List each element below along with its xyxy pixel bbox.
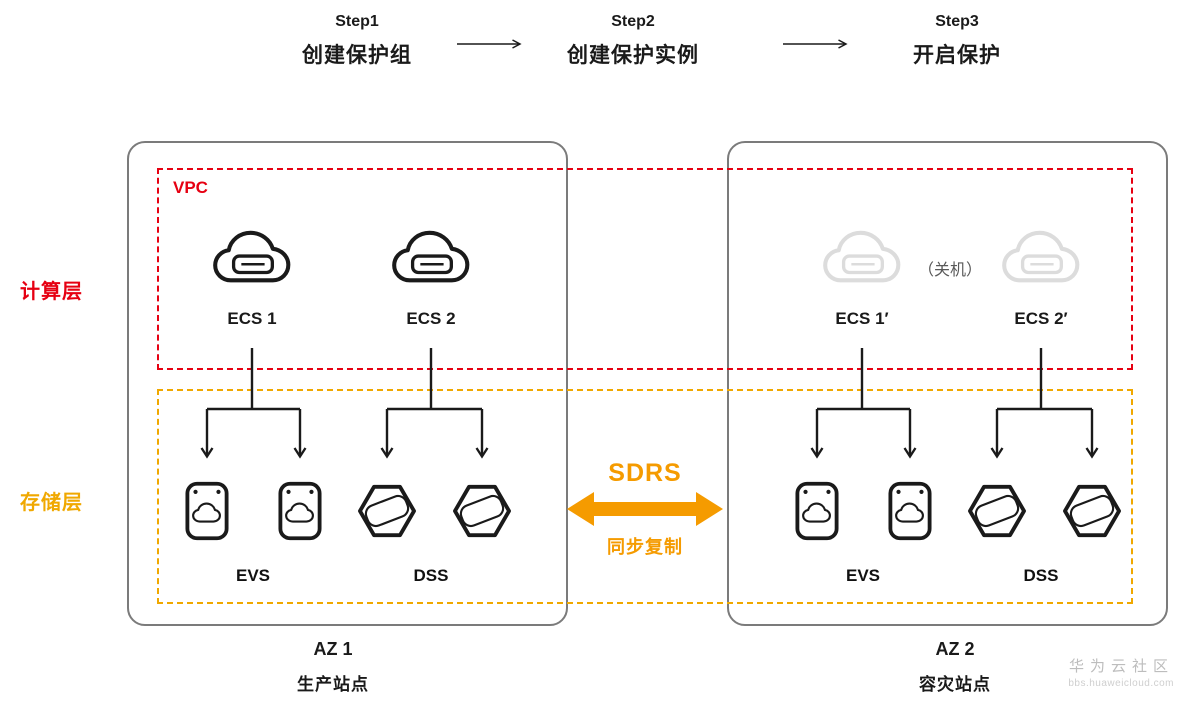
hexagon-storage-icon: [967, 483, 1027, 539]
cloud-server-icon: [821, 227, 903, 289]
az2-subtitle: 容灾站点: [919, 675, 991, 694]
az1-dss-pool-1: [357, 483, 417, 544]
watermark-url: bbs.huaweicloud.com: [1068, 677, 1174, 689]
cloud-server-icon: [1000, 227, 1082, 289]
az1-evs-disk-1: [185, 481, 229, 546]
az1-ecs2-node: ECS 2: [371, 227, 491, 329]
az1-name: AZ 1: [313, 639, 353, 659]
az1-box: [127, 141, 568, 626]
az2-ecs1-node: ECS 1′: [802, 227, 922, 329]
sdrs-title: SDRS: [608, 459, 682, 487]
step-1-title: 创建保护组: [302, 44, 412, 67]
vpc-boundary: VPC: [157, 168, 1133, 370]
sdrs-subtitle: 同步复制: [607, 537, 683, 557]
step-1: Step1 创建保护组: [247, 13, 467, 69]
az2-ecs2-node: ECS 2′: [981, 227, 1101, 329]
cloud-server-icon: [211, 227, 293, 289]
az2-name: AZ 2: [935, 639, 975, 659]
watermark-site-name: 华为云社区: [1068, 658, 1174, 675]
cloud-disk-icon: [278, 481, 322, 541]
watermark: 华为云社区 bbs.huaweicloud.com: [1068, 657, 1174, 690]
az1-ecs1-node: ECS 1: [192, 227, 312, 329]
az2-box: [727, 141, 1168, 626]
step-2-title: 创建保护实例: [567, 44, 699, 67]
cloud-server-icon: [390, 227, 472, 289]
cloud-disk-icon: [795, 481, 839, 541]
az2-dss-label: DSS: [1023, 566, 1059, 585]
az1-ecs2-label: ECS 2: [406, 309, 456, 328]
az2-evs-disk-1: [795, 481, 839, 546]
step-1-label: Step1: [335, 13, 379, 30]
step-2: Step2 创建保护实例: [523, 13, 743, 69]
compute-layer-label: 计算层: [20, 281, 83, 303]
step-3-label: Step3: [935, 13, 979, 30]
hexagon-storage-icon: [1062, 483, 1122, 539]
step-3: Step3 开启保护: [847, 13, 1067, 69]
az2-dss-pool-1: [967, 483, 1027, 544]
az1-dss-pool-2: [452, 483, 512, 544]
hexagon-storage-icon: [452, 483, 512, 539]
az2-ecs1-label: ECS 1′: [835, 309, 889, 328]
storage-layer-boundary: [157, 389, 1133, 604]
az2-dss-pool-2: [1062, 483, 1122, 544]
az1-evs-label: EVS: [235, 566, 271, 585]
az1-dss-label: DSS: [413, 566, 449, 585]
az2-evs-disk-2: [888, 481, 932, 546]
step-2-label: Step2: [611, 13, 655, 30]
hexagon-storage-icon: [357, 483, 417, 539]
storage-layer-label: 存储层: [20, 492, 83, 514]
az2-ecs2-label: ECS 2′: [1014, 309, 1068, 328]
step-3-title: 开启保护: [913, 44, 1001, 67]
cloud-disk-icon: [888, 481, 932, 541]
az2-evs-label: EVS: [845, 566, 881, 585]
az1-evs-disk-2: [278, 481, 322, 546]
vpc-label: VPC: [173, 178, 208, 197]
az1-subtitle: 生产站点: [297, 675, 369, 694]
cloud-disk-icon: [185, 481, 229, 541]
az1-ecs1-label: ECS 1: [227, 309, 277, 328]
shutdown-note: （关机）: [917, 262, 982, 279]
